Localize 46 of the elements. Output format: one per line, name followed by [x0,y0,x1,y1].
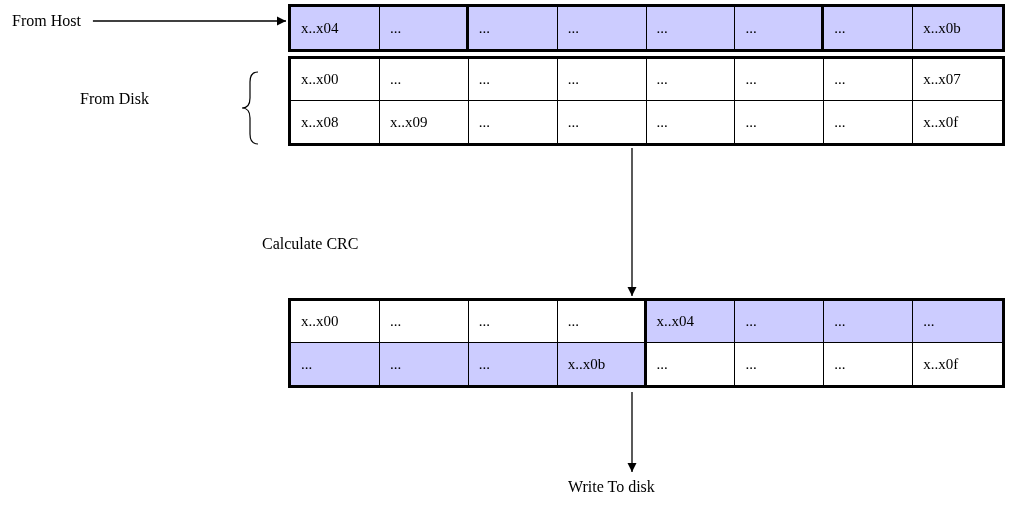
table-cell: x..x0b [913,7,1002,49]
table-cell: x..x08 [291,101,380,143]
table-cell: ... [824,101,914,143]
table-cell: ... [557,59,647,101]
data-table [288,4,1005,52]
table-cell: ... [379,7,469,49]
table-cell: ... [824,343,914,385]
table-cell: ... [557,7,647,49]
table-cell: ... [735,59,825,101]
arrow [92,16,287,26]
source-label: From Host [12,12,81,30]
table-cell: ... [646,101,736,143]
table-cell: x..x09 [379,101,469,143]
table-cell: ... [291,343,380,385]
data-table [288,298,1005,388]
arrow [627,391,637,473]
table-cell: ... [468,343,558,385]
table-cell: x..x0b [557,343,647,385]
table-cell: ... [824,7,914,49]
destination-label: Write To disk [568,478,655,496]
table-cell: x..x04 [291,7,380,49]
table-cell-text: x..x0f [922,112,960,132]
table-cell: ... [824,301,914,343]
table-cell: ... [646,59,736,101]
table-cell: ... [735,7,825,49]
table-cell: ... [379,59,469,101]
table-cell: ... [913,301,1002,343]
table-cell: ... [646,343,736,385]
table-cell: x..x00 [291,59,380,101]
table-cell: ... [735,301,825,343]
table-cell: ... [468,7,558,49]
table-cell: ... [557,101,647,143]
table-cell: ... [646,7,736,49]
table-cell: ... [468,59,558,101]
table-cell-text: x..x0f [922,354,960,374]
data-table [288,56,1005,146]
step-label: Calculate CRC [262,235,359,253]
arrow [627,147,637,297]
table-cell: x..x04 [646,301,736,343]
table-cell: ... [824,59,914,101]
table-cell: x..x07 [913,59,1002,101]
table-cell: ... [735,101,825,143]
table-cell: ... [468,101,558,143]
source-label: From Disk [80,90,149,108]
table-cell: ... [379,343,469,385]
table-cell: ... [735,343,825,385]
